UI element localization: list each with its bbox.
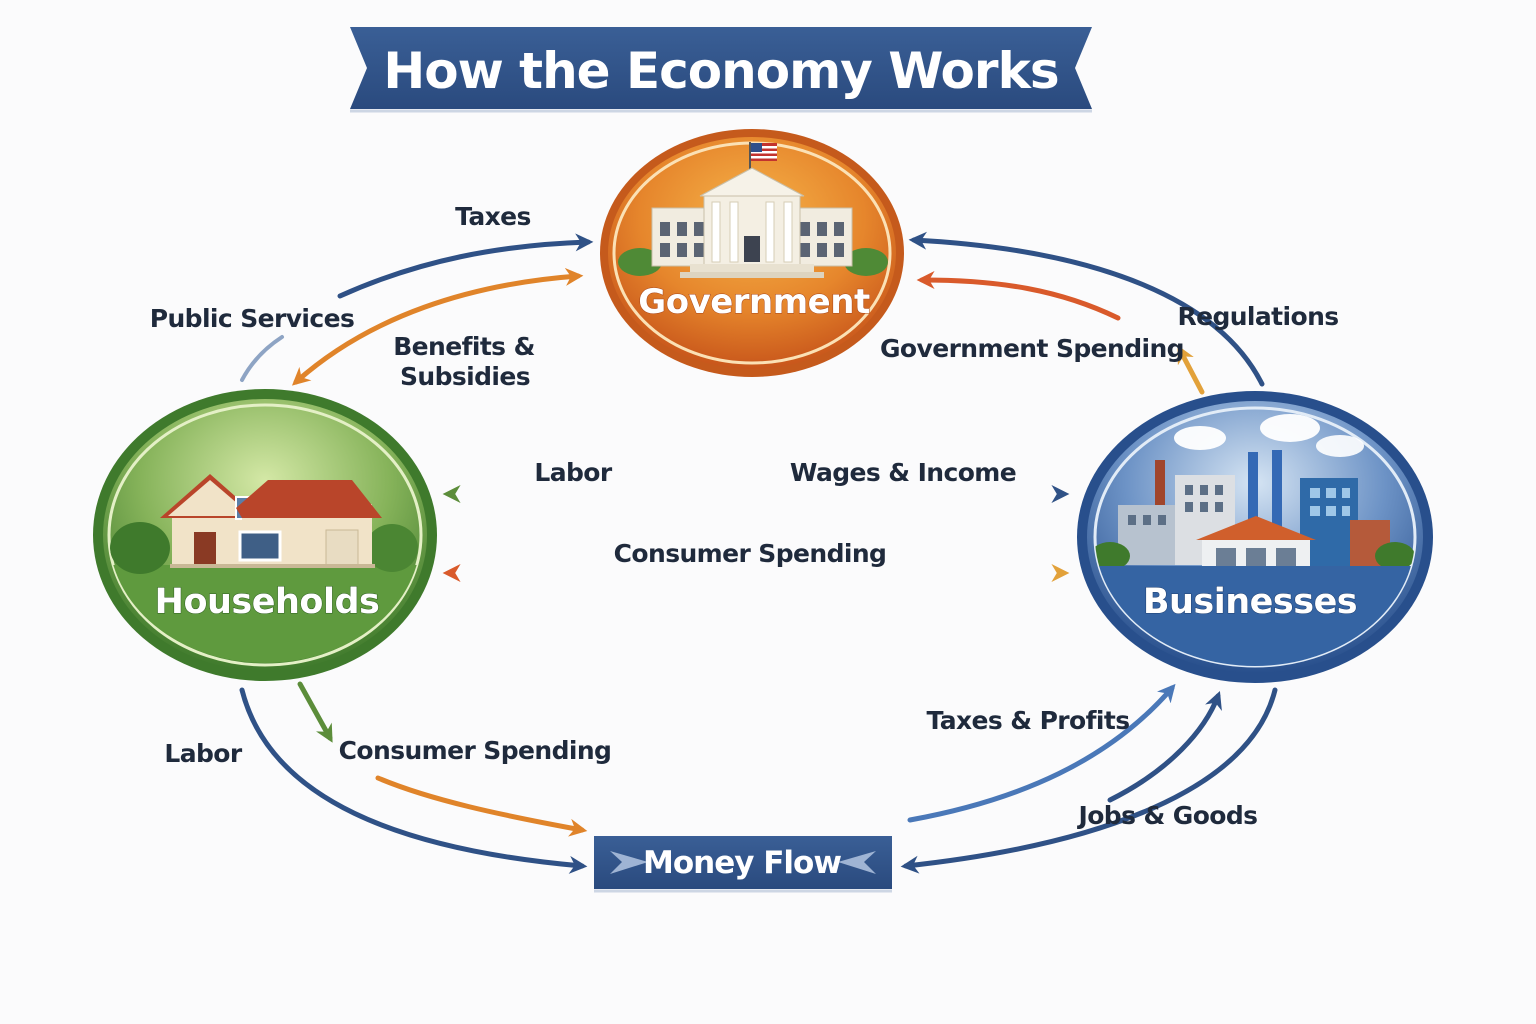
arrow-consumer-spending-bottom — [375, 775, 588, 837]
arrow-taxes — [337, 233, 594, 299]
label-consumer-spending-mid: Consumer Spending — [614, 539, 887, 568]
arrow-regulations — [908, 231, 1265, 387]
label-government-spending: Government Spending — [880, 334, 1184, 363]
page-title: How the Economy Works — [383, 42, 1058, 100]
label-taxes-profits: Taxes & Profits — [927, 706, 1130, 735]
arrow-jobs-goods-up — [1107, 690, 1222, 803]
chevron-right-icon — [610, 851, 648, 874]
chevron-left-icon — [838, 851, 876, 874]
label-consumer-spending-bottom: Consumer Spending — [339, 736, 612, 765]
arrow-government-spending — [916, 271, 1121, 321]
capitol-building-icon — [618, 142, 888, 278]
arrow-public-services — [240, 335, 284, 382]
flow-arrows — [239, 231, 1278, 874]
money-flow-label: Money Flow — [643, 845, 841, 881]
title-banner: How the Economy Works — [350, 27, 1092, 113]
money-flow-banner[interactable]: Money Flow — [594, 836, 892, 893]
households-node[interactable]: Households — [93, 389, 437, 681]
arrow-jobs-goods — [900, 687, 1278, 874]
government-node[interactable]: Government — [600, 129, 904, 377]
flow-labels: Taxes Public Services Benefits & Subsidi… — [150, 202, 1339, 830]
label-wages-income: Wages & Income — [790, 458, 1016, 487]
label-public-services: Public Services — [150, 304, 355, 333]
label-benefits-line1: Benefits & — [393, 332, 535, 361]
arrow-consumer-spending-green — [297, 681, 333, 743]
businesses-label: Businesses — [1143, 582, 1357, 622]
label-benefits-line2: Subsidies — [400, 362, 530, 391]
arrow-regulations-small — [1177, 345, 1205, 395]
label-labor-bottom: Labor — [164, 739, 242, 768]
government-label: Government — [638, 282, 870, 322]
arrow-benefits — [291, 267, 584, 386]
label-labor-top: Labor — [534, 458, 612, 487]
arrow-labor-bottom — [239, 687, 588, 874]
households-label: Households — [155, 582, 380, 622]
label-jobs-goods: Jobs & Goods — [1077, 801, 1258, 830]
label-taxes: Taxes — [455, 202, 531, 231]
label-regulations: Regulations — [1177, 302, 1338, 331]
arrow-taxes-profits — [907, 683, 1176, 823]
businesses-node[interactable]: Businesses — [1077, 391, 1433, 686]
